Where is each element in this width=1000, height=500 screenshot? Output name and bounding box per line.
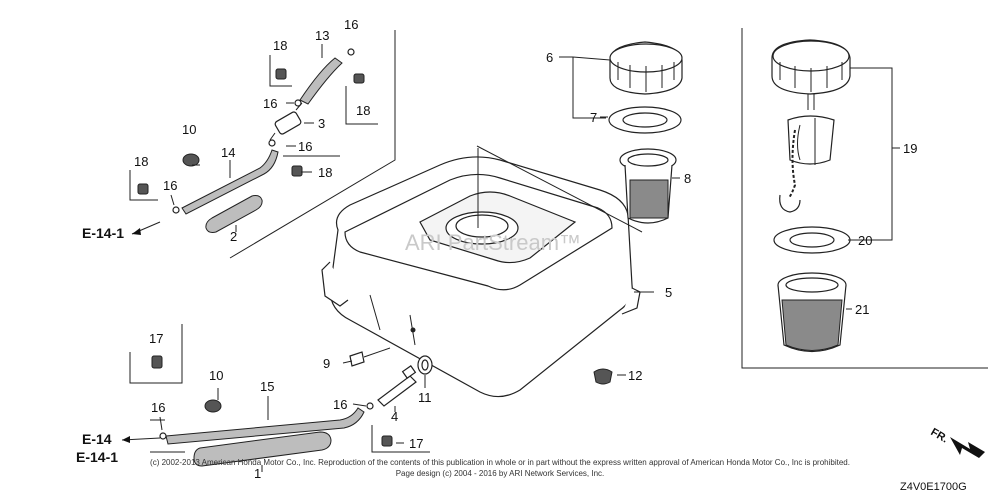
watermark: ARI PartStream™	[405, 230, 581, 255]
bracket-18-a	[269, 55, 292, 87]
callout-14: 14	[221, 145, 235, 160]
right-cap-gasket	[773, 226, 851, 254]
clip-17-a	[151, 355, 163, 369]
callout-17-b: 17	[409, 436, 423, 451]
fuel-tube-1	[193, 431, 332, 467]
callout-6: 6	[546, 50, 553, 65]
callout-17-a: 17	[149, 331, 163, 346]
clip-10-lower	[204, 399, 222, 413]
callout-11: 11	[418, 390, 432, 405]
fuel-tube-14	[181, 149, 279, 215]
reference-arrow-upper	[132, 228, 141, 235]
bolt-9	[349, 347, 391, 367]
fuel-tube-15	[165, 407, 365, 445]
right-section-frame	[741, 28, 988, 369]
callout-18-c: 18	[318, 165, 332, 180]
callout-19: 19	[903, 141, 917, 156]
right-fuel-strainer	[777, 272, 847, 353]
hose-clip-16-lower	[159, 402, 374, 440]
callout-13: 13	[315, 28, 329, 43]
bracket-lower-left	[150, 419, 185, 453]
callout-18-a: 18	[273, 38, 287, 53]
hose-clip-16-set	[172, 48, 355, 214]
callout-7: 7	[590, 110, 597, 125]
reference-upper[interactable]: E-14-1	[82, 221, 161, 241]
callout-21: 21	[855, 302, 869, 317]
fuel-tube-13	[299, 57, 343, 105]
reference-arrow-lower	[122, 436, 130, 443]
tube-clip-18-c	[291, 165, 303, 177]
callout-3: 3	[318, 116, 325, 131]
bracket-18-d	[129, 170, 158, 201]
callout-16-a: 16	[344, 17, 358, 32]
cap-gasket	[608, 106, 682, 134]
clip-17-b	[381, 435, 393, 447]
callout-16-f: 16	[333, 397, 347, 412]
callout-8: 8	[684, 171, 691, 186]
tube-clip-18-d	[137, 183, 149, 195]
bracket-17-a	[129, 324, 183, 384]
callout-15: 15	[260, 379, 274, 394]
washer-11	[417, 355, 433, 375]
front-direction-marker: FR.	[929, 426, 985, 458]
callout-4: 4	[391, 409, 398, 424]
tube-clip-18-a	[275, 68, 287, 80]
reference-e-14-1-lower[interactable]: E-14-1	[76, 449, 118, 465]
copyright-line: (c) 2002-2013 American Honda Motor Co., …	[150, 458, 850, 467]
diagram-code: Z4V0E1700G	[900, 481, 967, 493]
callout-5: 5	[665, 285, 672, 300]
tube-clip-18-b	[353, 73, 365, 84]
bracket-18-b	[345, 86, 378, 125]
grommet-12	[593, 368, 613, 385]
callout-20: 20	[858, 233, 872, 248]
callout-18-d: 18	[134, 154, 148, 169]
callout-10-upper: 10	[182, 122, 196, 137]
fuel-cap	[609, 41, 683, 95]
callout-9: 9	[323, 356, 330, 371]
bracket-17-b	[371, 425, 430, 453]
fuel-cock-4	[377, 365, 417, 407]
leader-lines	[159, 44, 900, 472]
reference-e-14[interactable]: E-14	[82, 431, 112, 447]
callout-1: 1	[254, 466, 261, 481]
front-arrow-icon	[950, 437, 985, 458]
fuel-tank	[321, 156, 641, 398]
fuel-cap-with-chain	[771, 39, 851, 213]
callout-16-e: 16	[151, 400, 165, 415]
clip-10-upper	[182, 153, 200, 167]
front-label: FR.	[929, 426, 950, 445]
callout-16-d: 16	[163, 178, 177, 193]
callout-12: 12	[628, 368, 642, 383]
callout-2: 2	[230, 229, 237, 244]
reference-lower[interactable]: E-14 E-14-1	[76, 431, 161, 465]
callout-10-lower: 10	[209, 368, 223, 383]
callout-16-c: 16	[298, 139, 312, 154]
callout-16-b: 16	[263, 96, 277, 111]
reference-e-14-1-upper[interactable]: E-14-1	[82, 225, 124, 241]
fuel-strainer	[619, 148, 677, 224]
fuel-tube-2	[205, 195, 263, 233]
upper-left-section-frame	[229, 30, 396, 259]
callout-18-b: 18	[356, 103, 370, 118]
page-design-line: Page design (c) 2004 - 2016 by ARI Netwo…	[396, 469, 605, 478]
